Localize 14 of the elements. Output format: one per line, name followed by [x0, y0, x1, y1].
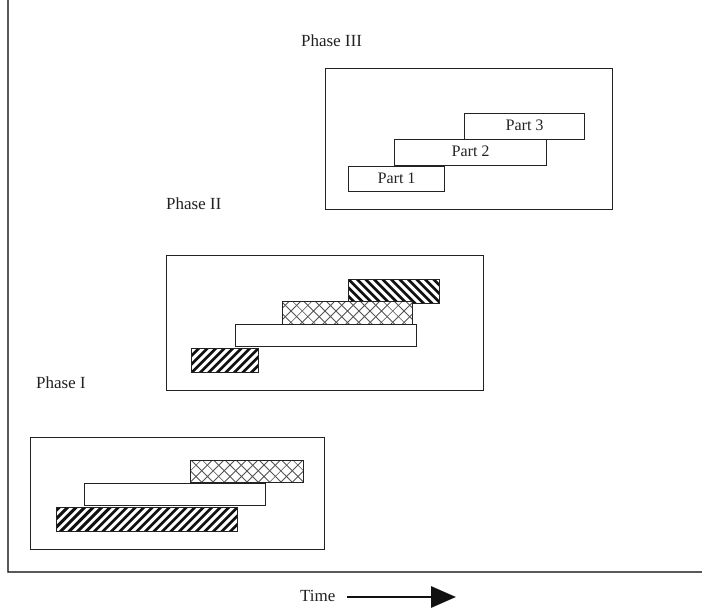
- axis-label: Time: [300, 586, 336, 606]
- part-bar: Part 3: [464, 113, 585, 140]
- crosshatched-bar: [282, 301, 413, 326]
- hatched-bar: [348, 279, 440, 304]
- hatched-bar: [191, 348, 259, 373]
- hatched-bar: [56, 507, 238, 532]
- part-bar: Part 1: [348, 166, 445, 192]
- part-bar: Part 2: [394, 139, 547, 166]
- phase-label: Phase III: [301, 31, 362, 51]
- plain-bar: [84, 483, 266, 506]
- plain-bar: [235, 324, 417, 347]
- phase-label: Phase I: [36, 373, 86, 393]
- phase-label: Phase II: [166, 194, 222, 214]
- crosshatched-bar: [190, 460, 304, 483]
